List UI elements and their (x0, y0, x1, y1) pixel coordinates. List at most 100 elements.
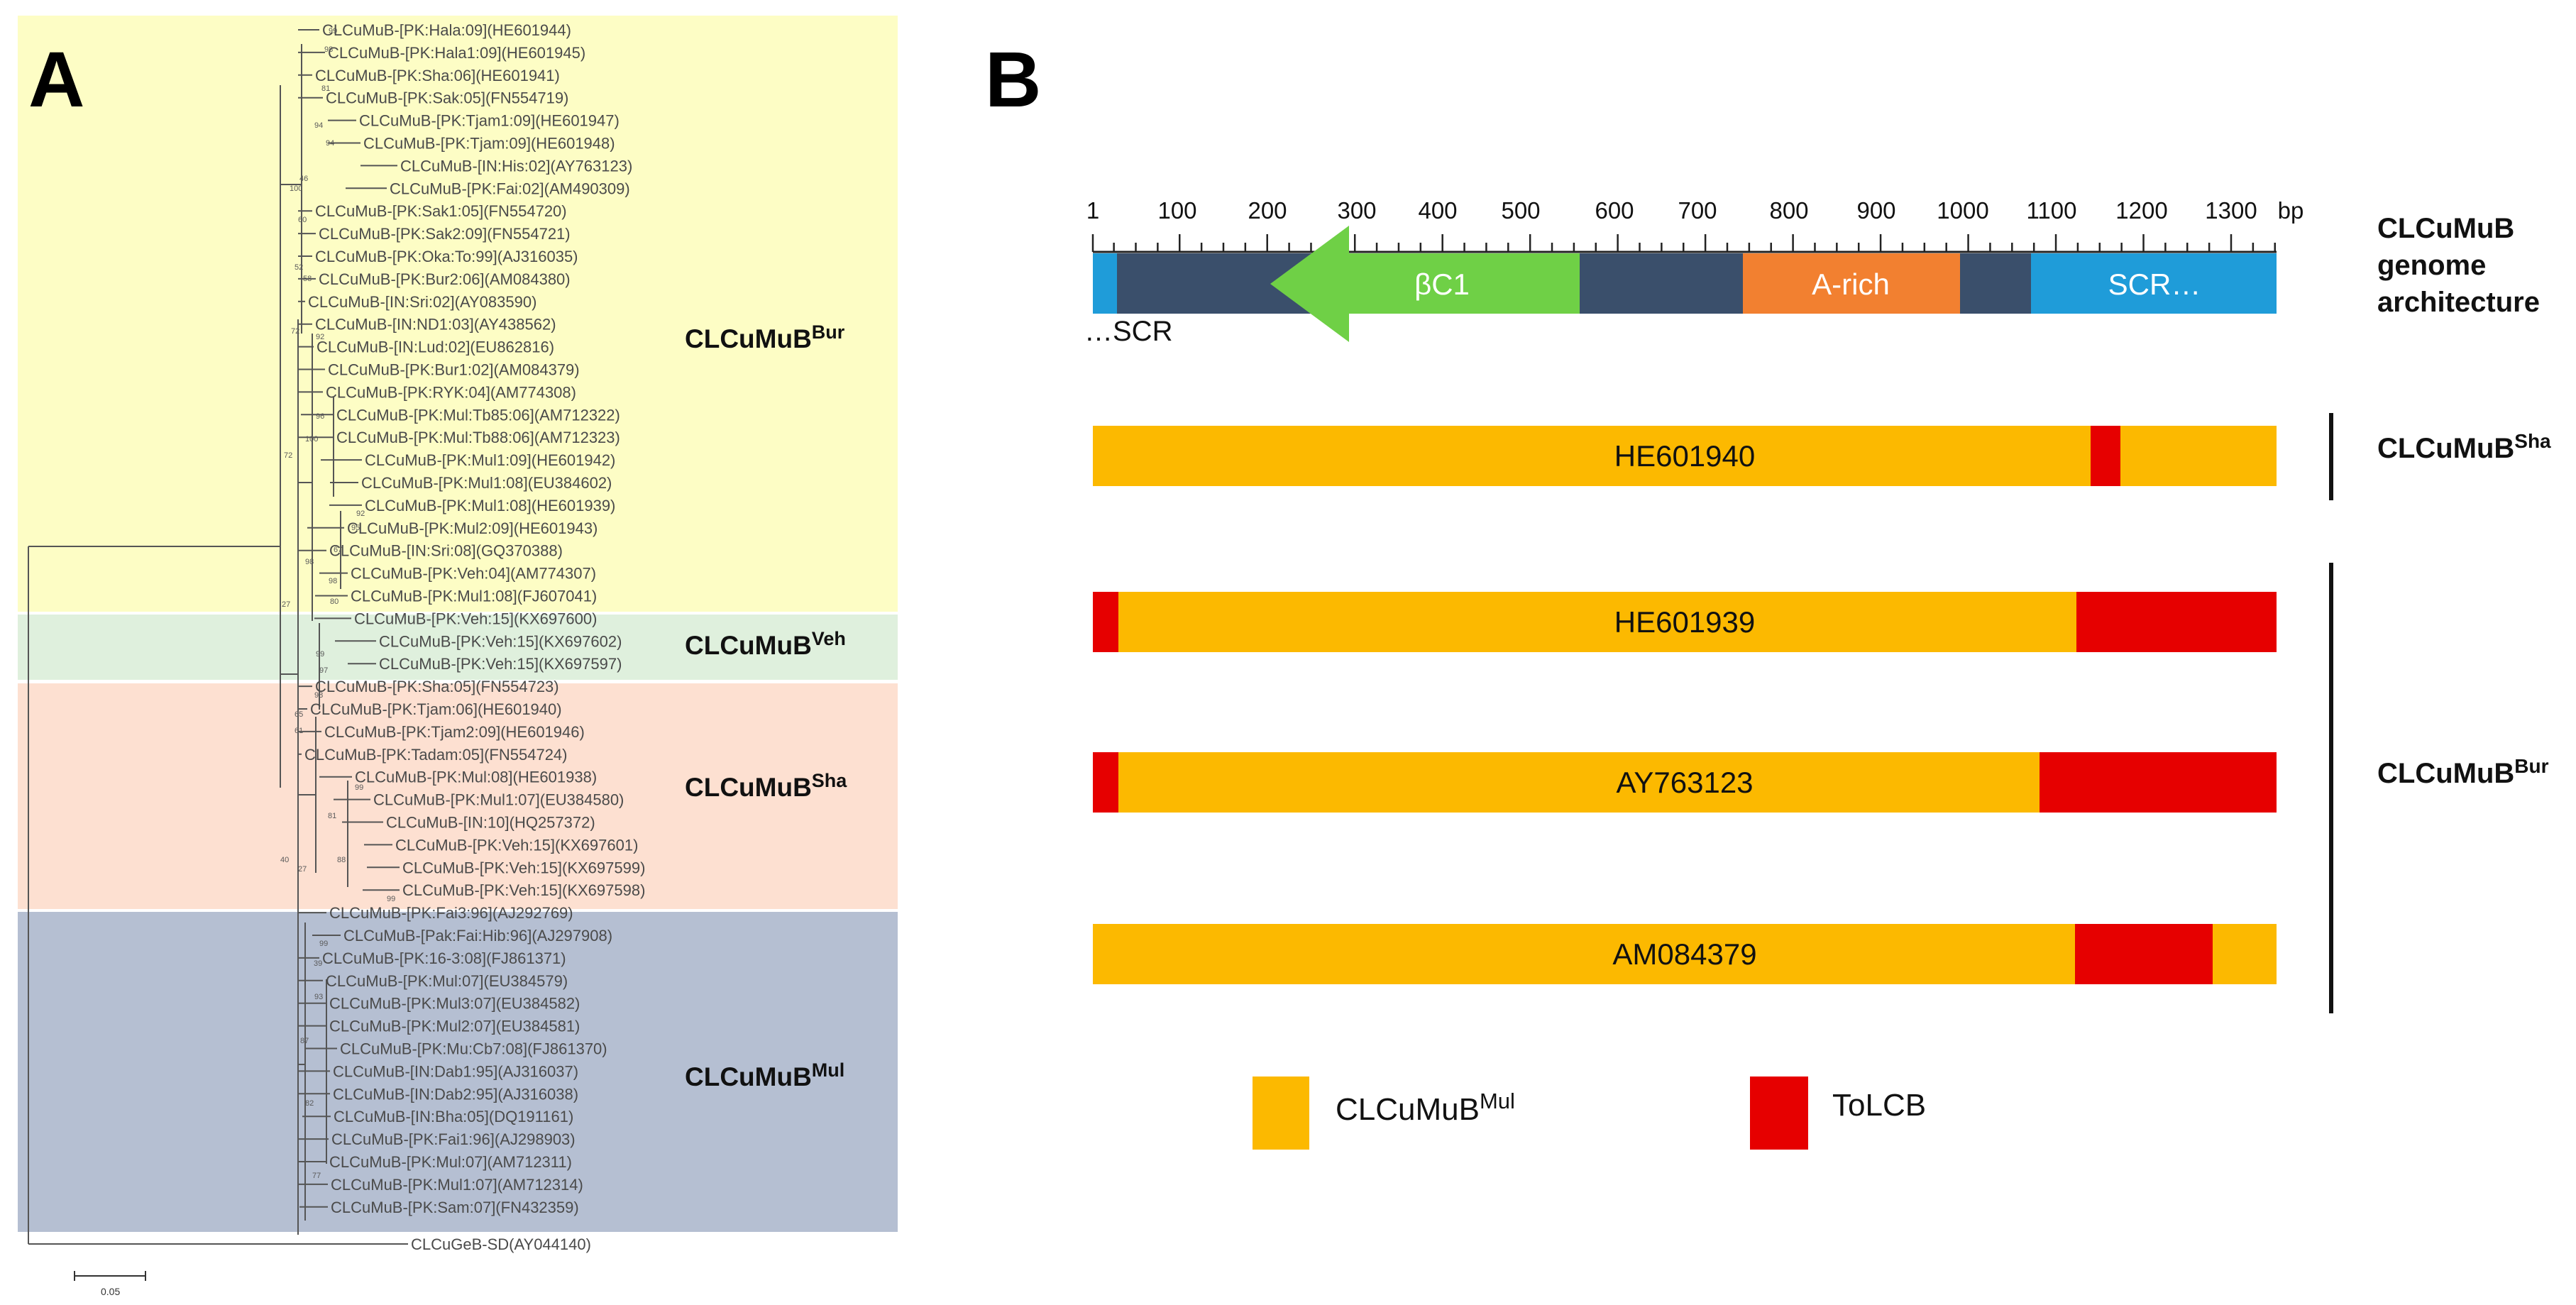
bootstrap-value: 99 (387, 895, 395, 903)
group-label-sha: CLCuMuBSha (2377, 430, 2551, 464)
ruler-tick-1000: 1000 (1937, 197, 1988, 224)
tree-tip-label: CLCuMuB-[PK:Mul1:07](AM712314) (331, 1176, 583, 1194)
bootstrap-value: 61 (295, 727, 303, 735)
bootstrap-value: 100 (290, 185, 302, 193)
tree-tip-label: CLCuMuB-[PK:Sak1:05](FN554720) (315, 202, 567, 220)
ruler-tick-100: 100 (1157, 197, 1196, 224)
tolcb-segment (1093, 592, 1118, 652)
bootstrap-value: 97 (319, 666, 328, 675)
tree-tip-label: CLCuMuB-[PK:Tjam:06](HE601940) (310, 700, 562, 718)
tree-tip-label: CLCuMuB-[PK:Veh:15](KX697601) (395, 836, 638, 854)
bootstrap-value: 46 (299, 175, 308, 183)
tree-tip-label: CLCuMuB-[PK:Hala:09](HE601944) (322, 21, 571, 39)
tree-tip-label: CLCuMuB-[PK:Mul:07](EU384579) (326, 972, 568, 990)
tree-tip-label: CLCuMuB-[PK:Tjam1:09](HE601947) (359, 112, 620, 130)
bootstrap-value: 95 (351, 524, 360, 532)
tree-tip-label: CLCuMuB-[PK:Tjam:09](HE601948) (363, 135, 615, 153)
tree-tip-label: CLCuMuB-[PK:Veh:15](KX697602) (379, 632, 622, 650)
scr-left-label: …SCR (1084, 316, 1172, 347)
bootstrap-value: 96 (316, 412, 324, 421)
legend: CLCuMuBMul ToLCB (1253, 1077, 1926, 1150)
bootstrap-value: 82 (305, 1099, 314, 1108)
tree-tip-label: CLCuMuB-[PK:Mul:Tb85:06](AM712322) (336, 406, 620, 424)
tree-tip-label: CLCuMuB-[PK:Mul:08](HE601938) (355, 769, 597, 786)
bootstrap-value: 99 (355, 783, 363, 792)
tree-tip-label: CLCuMuB-[IN:Dab2:95](AJ316038) (333, 1085, 578, 1103)
tree-tip-label: CLCuMuB-[PK:RYK:04](AM774308) (326, 383, 576, 401)
bootstrap-value: 98 (324, 45, 333, 54)
bootstrap-value: 88 (337, 856, 346, 864)
tree-tip-label: CLCuMuB-[IN:ND1:03](AY438562) (315, 316, 556, 334)
bootstrap-value: 99 (329, 27, 337, 35)
bootstrap-value: 52 (295, 263, 303, 272)
tree-tip-label: CLCuMuB-[PK:Bur2:06](AM084380) (319, 270, 571, 288)
ruler-tick-300: 300 (1337, 197, 1376, 224)
a-rich-label: A-rich (1812, 268, 1890, 301)
ruler-tick-1100: 1100 (2027, 197, 2077, 224)
bootstrap-value: 39 (314, 959, 322, 968)
tree-tip-label: CLCuMuB-[PK:Mul1:08](FJ607041) (351, 588, 597, 605)
tree-branches (28, 29, 408, 1245)
phylogenetic-tree: CLCuMuB-[PK:Hala:09](HE601944) CLCuMuB-[P… (28, 21, 645, 1253)
tree-tip-label: CLCuMuB-[PK:Sak:05](FN554719) (326, 89, 568, 107)
legend-swatch-tolcb (1750, 1077, 1808, 1150)
bootstrap-value: 27 (282, 600, 290, 609)
tree-tip-label: CLCuMuB-[PK:Mul:07](AM712311) (329, 1153, 572, 1171)
tolcb-segment (2075, 924, 2213, 984)
accession-label: HE601939 (1614, 605, 1756, 639)
clade-band-bur (18, 16, 898, 612)
ruler-tick-500: 500 (1501, 197, 1540, 224)
bootstrap-value: 81 (328, 812, 336, 820)
ruler-tick-400: 400 (1418, 197, 1457, 224)
tree-tip-label: CLCuMuB-[PK:16-3:08](FJ861371) (322, 949, 566, 967)
bootstrap-value: 60 (298, 216, 307, 224)
bootstrap-value: 94 (326, 139, 334, 148)
tree-tip-label: CLCuMuB-[Pak:Fai:Hib:96](AJ297908) (343, 927, 612, 945)
ruler-tick-900: 900 (1856, 197, 1895, 224)
panel-a: A CLCuMuB-[PK:Hala:09](HE601944)CLCuMuB-… (18, 16, 898, 1297)
bootstrap-value: 98 (329, 577, 337, 585)
bootstrap-value: 72 (284, 451, 292, 460)
tree-tip-labels: CLCuMuB-[PK:Hala:09](HE601944) CLCuMuB-[P… (304, 21, 645, 1253)
tree-tip-label: CLCuMuB-[IN:Dab1:95](AJ316037) (333, 1062, 578, 1080)
bootstrap-value: 65 (295, 710, 303, 719)
ruler-unit: bp (2278, 197, 2304, 224)
bootstrap-value: 77 (312, 1172, 321, 1180)
tree-tip-label: CLCuMuB-[PK:Veh:15](KX697598) (402, 881, 645, 899)
tree-tip-label: CLCuGeB-SD(AY044140) (411, 1235, 591, 1253)
tree-tip-label: CLCuMuB-[IN:Sri:08](GQ370388) (329, 542, 563, 560)
tree-tip-label: CLCuMuB-[PK:Mul1:09](HE601942) (365, 451, 615, 469)
bootstrap-value: 81 (321, 84, 330, 93)
tree-tip-label: CLCuMuB-[PK:Tjam2:09](HE601946) (324, 723, 585, 741)
tree-tip-label: CLCuMuB-[PK:Mul3:07](EU384582) (329, 995, 580, 1013)
tree-tip-label: CLCuMuB-[PK:Veh:15](KX697597) (379, 655, 622, 673)
tree-tip-label: CLCuMuB-[PK:Veh:15](KX697599) (402, 859, 645, 876)
bootstrap-value: 40 (280, 856, 289, 864)
tree-tip-label: CLCuMuB-[PK:Mul1:08](HE601939) (365, 497, 615, 514)
tree-tip-label: CLCuMuB-[IN:10](HQ257372) (386, 814, 595, 832)
clade-band-sha (18, 683, 898, 909)
tree-tip-label: CLCuMuB-[PK:Hala1:09](HE601945) (328, 44, 585, 62)
bootstrap-value: 92 (356, 510, 365, 518)
tree-tip-label: CLCuMuB-[PK:Mul1:08](EU384602) (361, 474, 612, 492)
accession-label: HE601940 (1614, 439, 1756, 473)
tree-tip-label: CLCuMuB-[PK:Mul2:07](EU384581) (329, 1018, 580, 1035)
scale-bar-label: 0.05 (101, 1286, 120, 1297)
clade-label-bur: CLCuMuBBur (685, 321, 845, 353)
tree-tip-label: CLCuMuB-[PK:Mul2:09](HE601943) (347, 519, 598, 537)
bootstrap-value: 67 (334, 546, 342, 554)
bootstrap-value: 99 (319, 940, 328, 948)
tree-tip-label: CLCuMuB-[PK:Sak2:09](FN554721) (319, 225, 571, 243)
bp-ruler: 1 100 200 300 400 500 600 700 800 900 10… (1086, 197, 2304, 253)
clade-label-veh: CLCuMuBVeh (685, 628, 846, 660)
tree-tip-label: CLCuMuB-[PK:Oka:To:99](AJ316035) (315, 248, 578, 265)
tree-tip-label: CLCuMuB-[IN:Lud:02](EU862816) (317, 338, 554, 356)
clade-label-sha: CLCuMuBSha (685, 770, 847, 802)
ruler-tick-1300: 1300 (2205, 197, 2257, 224)
bootstrap-value: 92 (316, 333, 324, 341)
bootstrap-value: 98 (305, 558, 314, 566)
legend-label-mul: CLCuMuBMul (1336, 1089, 1515, 1127)
tree-tip-label: CLCuMuB-[PK:Mul1:07](EU384580) (373, 791, 624, 809)
bootstrap-value: 100 (305, 435, 318, 444)
